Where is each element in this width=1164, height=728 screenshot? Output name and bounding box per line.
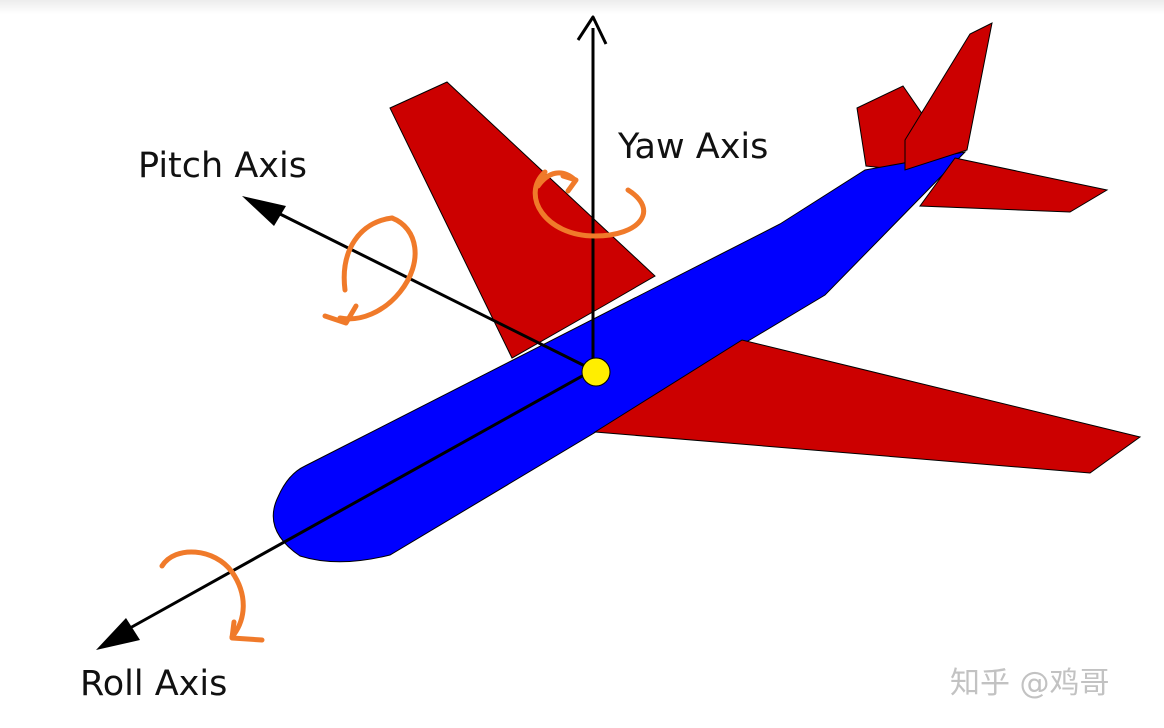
pitch-axis-arrowhead bbox=[242, 196, 286, 226]
right-horizontal-stabilizer bbox=[919, 157, 1109, 213]
yaw-axis-label: Yaw Axis bbox=[617, 127, 768, 167]
roll-axis-label: Roll Axis bbox=[80, 664, 227, 704]
vertical-tail-fin bbox=[904, 22, 993, 171]
fuselage bbox=[272, 151, 967, 563]
pitch-axis-line bbox=[279, 212, 594, 372]
watermark: 知乎 @鸡哥 bbox=[950, 666, 1110, 701]
center-of-gravity-point bbox=[581, 357, 611, 387]
roll-axis-line bbox=[129, 368, 594, 630]
pitch-rotation-arrow bbox=[322, 215, 418, 326]
yaw-rotation-arrow bbox=[532, 169, 647, 239]
roll-rotation-arrow bbox=[159, 549, 265, 643]
right-wing bbox=[593, 339, 1142, 474]
left-wing bbox=[389, 81, 656, 359]
yaw-axis-arrowhead bbox=[576, 15, 608, 45]
roll-axis-arrowhead bbox=[96, 618, 140, 650]
top-edge-shade bbox=[0, 0, 1164, 14]
pitch-axis-label: Pitch Axis bbox=[138, 146, 307, 186]
